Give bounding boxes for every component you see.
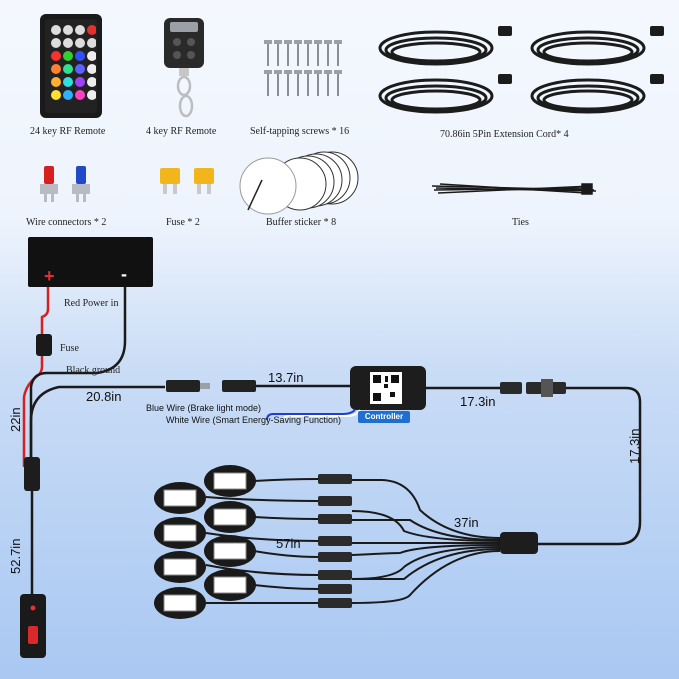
light-pod-icon xyxy=(204,465,256,497)
light-pod-icon xyxy=(154,587,206,619)
left-connector-icon xyxy=(24,457,40,491)
power-switch-icon xyxy=(20,594,46,658)
light-pod-icon xyxy=(204,535,256,567)
length-17-3in-vertical: 17.3in xyxy=(627,428,642,464)
dc-socket-icon xyxy=(222,380,256,392)
light-pod-icon xyxy=(154,551,206,583)
extension-cord-icon xyxy=(378,26,664,114)
black-ground-wire xyxy=(29,287,127,457)
buffer-sticker-icon xyxy=(239,151,359,215)
fuse-icon xyxy=(160,168,214,194)
light-pod-icon xyxy=(204,501,256,533)
length-57in: 57in xyxy=(276,536,301,551)
battery-plus: + xyxy=(44,266,55,286)
length-17-3in-horizontal: 17.3in xyxy=(460,394,496,409)
red-power-label: Red Power in xyxy=(64,298,119,309)
length-13-7in: 13.7in xyxy=(268,370,304,385)
light-pod-icon xyxy=(204,569,256,601)
cable-ties-icon xyxy=(431,183,597,195)
length-20-8in: 20.8in xyxy=(86,389,122,404)
controller-label: Controller xyxy=(358,411,410,423)
light-pod-icon xyxy=(154,517,206,549)
length-22in: 22in xyxy=(8,407,23,432)
controller-box xyxy=(350,366,426,410)
blue-wire-label: Blue Wire (Brake light mode) xyxy=(146,403,262,413)
connectors-label: Wire connectors * 2 xyxy=(26,217,107,228)
dc-plug-icon xyxy=(166,380,200,392)
screws-icon xyxy=(264,40,342,96)
white-wire-label: White Wire (Smart Energy-Saving Function… xyxy=(166,415,342,425)
extension-label: 70.86in 5Pin Extension Cord* 4 xyxy=(440,129,569,140)
sticker-label: Buffer sticker * 8 xyxy=(266,217,337,228)
connector-icon xyxy=(500,382,522,394)
fuse-wire-label: Fuse xyxy=(60,343,79,354)
screws-label: Self-tapping screws * 16 xyxy=(250,126,350,137)
black-ground-label: Black ground xyxy=(66,365,121,376)
inline-fuse-icon xyxy=(36,334,52,356)
length-37in: 37in xyxy=(454,515,479,530)
battery-minus: - xyxy=(121,264,127,284)
main-cable xyxy=(29,385,165,457)
length-52-7in: 52.7in xyxy=(8,538,23,574)
light-pod-icon xyxy=(154,482,206,514)
wire-connectors-icon xyxy=(40,166,90,202)
remote4-label: 4 key RF Remote xyxy=(146,126,217,137)
ties-label: Ties xyxy=(512,217,529,228)
fuse-label: Fuse * 2 xyxy=(166,217,200,228)
blue-wire xyxy=(266,409,356,421)
splitter-hub xyxy=(500,532,538,554)
white-wire xyxy=(283,409,361,421)
light-pods xyxy=(154,465,256,619)
remote24-label: 24 key RF Remote xyxy=(30,126,106,137)
battery-icon xyxy=(28,237,153,287)
remote-4-key-icon xyxy=(164,18,204,118)
